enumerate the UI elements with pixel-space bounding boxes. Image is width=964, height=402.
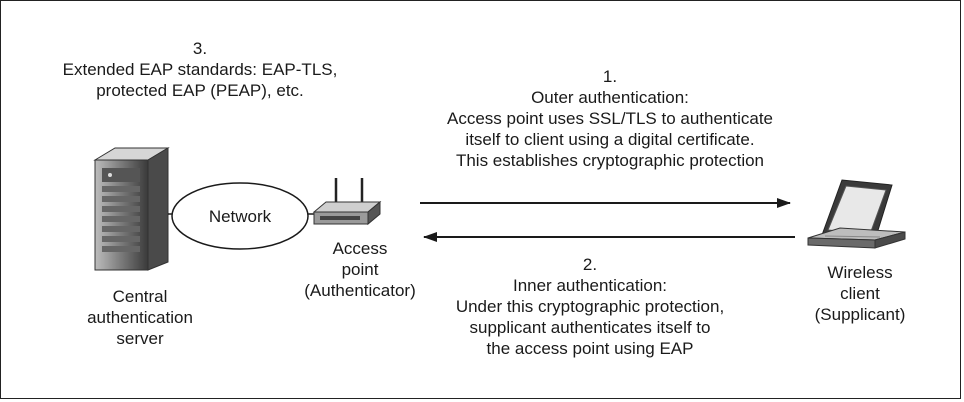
extended-eap-line: Extended EAP standards: EAP-TLS, — [62, 60, 338, 79]
outer-auth-line: itself to client using a digital certifi… — [465, 130, 755, 149]
laptop-icon — [807, 179, 906, 249]
access-point-label: Access point (Authenticator) — [304, 239, 416, 300]
server-label: Central authentication server — [87, 287, 193, 348]
extended-eap-line: protected EAP (PEAP), etc. — [96, 81, 304, 100]
router-icon — [312, 178, 382, 226]
inner-auth-line: supplicant authenticates itself to — [469, 318, 711, 337]
inner-auth-line: the access point using EAP — [486, 339, 694, 358]
network-cloud-icon — [171, 182, 309, 250]
network-label: Network — [208, 207, 272, 226]
inner-auth-line: Under this cryptographic protection, — [455, 297, 725, 316]
extended-eap-number: 3. — [192, 39, 208, 58]
outer-auth-line: This establishes cryptographic protectio… — [455, 151, 765, 170]
inner-auth-note: 2. Inner authentication: Under this cryp… — [420, 254, 760, 359]
outer-auth-line: Access point uses SSL/TLS to authenticat… — [446, 109, 774, 128]
extended-eap-note: 3. Extended EAP standards: EAP-TLS, prot… — [50, 38, 350, 101]
outer-auth-number: 1. — [602, 67, 618, 86]
server-icon — [93, 147, 170, 271]
outer-auth-note: 1. Outer authentication: Access point us… — [390, 66, 830, 171]
client-label: Wireless client (Supplicant) — [814, 263, 906, 324]
inner-auth-number: 2. — [582, 255, 598, 274]
inner-auth-line: Inner authentication: — [512, 276, 668, 295]
outer-auth-line: Outer authentication: — [531, 88, 689, 107]
